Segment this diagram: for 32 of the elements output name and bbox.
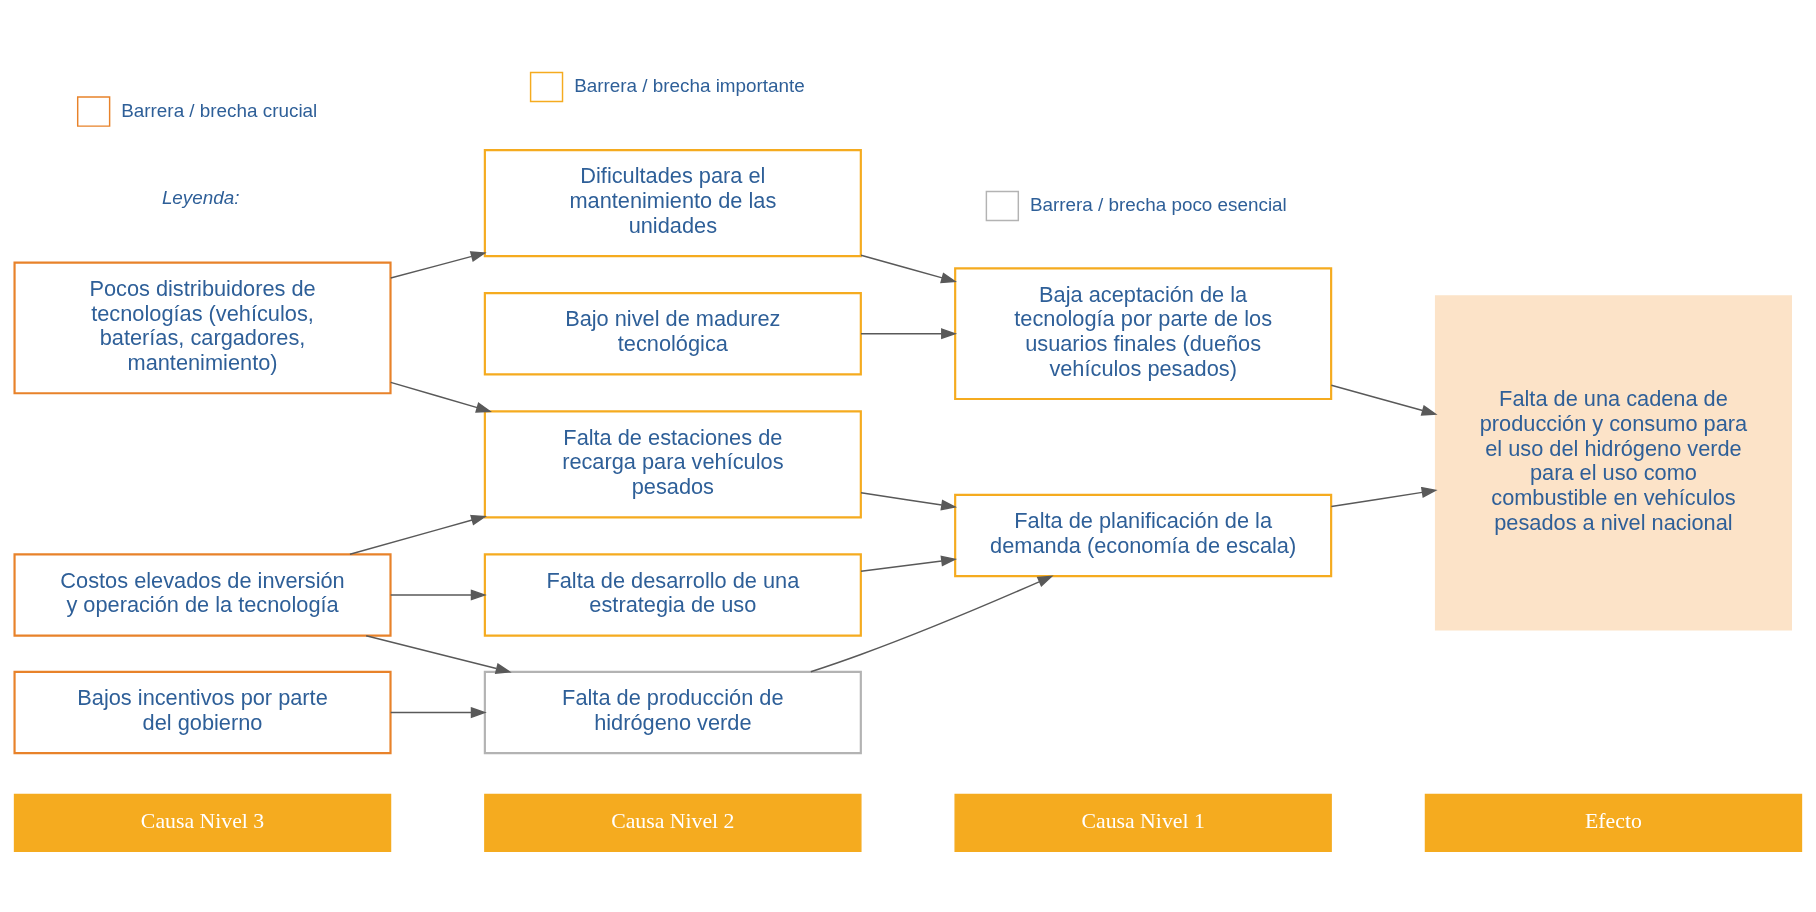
arrow [1330, 384, 1438, 416]
arrow [390, 251, 487, 279]
node-box: Falta de producción de hidrógeno verde [483, 670, 862, 755]
node-box: Falta de desarrollo de una estrategia de uso [483, 553, 862, 637]
arrow [390, 706, 487, 719]
arrow [349, 514, 487, 555]
arrow [860, 555, 958, 572]
arrow [390, 589, 487, 601]
arrow [810, 575, 1054, 673]
node-box: Causa Nivel 1 [954, 793, 1332, 852]
node-box: Pocos distribuidores de tecnologías (vehículos, baterías, cargadores, mantenimiento) [13, 261, 392, 395]
node-box: Falta de estaciones de recarga para vehículos pesados [483, 410, 862, 519]
legend-label: Barrera / brecha crucial [121, 99, 318, 121]
arrow [365, 635, 512, 674]
node-box: Costos elevados de inversión y operación de la tecnología [13, 553, 392, 637]
node-box: Bajos incentivos por parte del gobierno [13, 670, 392, 755]
node-box: Dificultades para el mantenimiento de las unidades [483, 149, 862, 258]
node-box: Efecto [1424, 793, 1803, 852]
arrow [1330, 486, 1438, 508]
label: Leyenda: [161, 186, 240, 208]
node-box: Baja aceptación de la tecnología por parte de los usuarios finales (dueños vehículos pesados) [954, 267, 1333, 401]
node-box: Falta de planificación de la demanda (economía de escala) [954, 493, 1333, 578]
arrow [860, 328, 958, 340]
node-box: Bajo nivel de madurez tecnológica [483, 291, 862, 376]
legend-label: Barrera / brecha importante [574, 74, 805, 96]
arrow [860, 492, 958, 511]
node-box: Causa Nivel 3 [13, 793, 392, 852]
arrow [390, 381, 492, 413]
legend-label: Barrera / brecha poco esencial [1029, 193, 1287, 215]
arrow [860, 254, 957, 284]
node-box: Falta de una cadena de producción y consumo para el uso del hidrógeno verde para el uso como combustible en vehículos pesados a nivel nacional [1434, 295, 1792, 631]
node-box: Causa Nivel 2 [484, 793, 862, 852]
